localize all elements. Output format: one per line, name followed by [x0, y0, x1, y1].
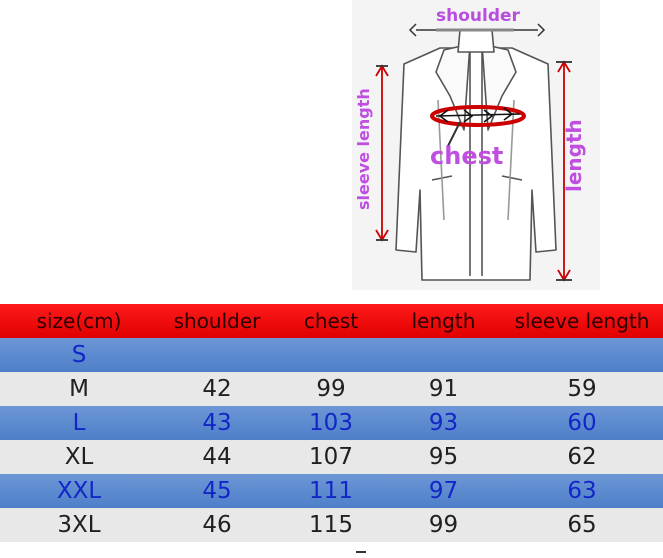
sleeve-cell: 59 — [501, 372, 663, 406]
chest-cell: 115 — [276, 508, 386, 542]
length-cell: 91 — [386, 372, 501, 406]
sleeve-cell: 63 — [501, 474, 663, 508]
chest-cell: 111 — [276, 474, 386, 508]
length-cell: 97 — [386, 474, 501, 508]
shoulder-cell: 44 — [158, 440, 276, 474]
chest-cell: 103 — [276, 406, 386, 440]
table-row: XXL 45 111 97 63 — [0, 474, 663, 508]
table-header-row: size(cm) shoulder chest length sleeve le… — [0, 304, 663, 338]
length-arrow-icon — [556, 60, 572, 282]
length-cell: 99 — [386, 508, 501, 542]
table-row: S — [0, 338, 663, 372]
shoulder-label: shoulder — [436, 6, 520, 26]
length-cell — [386, 338, 501, 372]
chest-cell: 107 — [276, 440, 386, 474]
size-cell: XL — [0, 440, 158, 474]
chest-label: chest — [430, 142, 504, 170]
sleeve-cell: 62 — [501, 440, 663, 474]
chest-ring-icon — [430, 105, 526, 147]
length-cell: 95 — [386, 440, 501, 474]
sleeve-length-label: sleeve length — [354, 88, 373, 210]
header-chest: chest — [303, 309, 359, 333]
coat-illustration — [375, 23, 572, 282]
table-row: XL 44 107 95 62 — [0, 440, 663, 474]
table-row: M 42 99 91 59 — [0, 372, 663, 406]
header-size: size(cm) — [36, 309, 122, 333]
header-shoulder: shoulder — [173, 309, 261, 333]
divider-mark — [356, 551, 366, 553]
sleeve-cell: 65 — [501, 508, 663, 542]
header-length: length — [411, 309, 476, 333]
size-cell: XXL — [0, 474, 158, 508]
sleeve-arrow-icon — [375, 64, 389, 242]
length-label: length — [562, 119, 586, 192]
table-row: 3XL 46 115 99 65 — [0, 508, 663, 542]
length-cell: 93 — [386, 406, 501, 440]
sleeve-cell: 60 — [501, 406, 663, 440]
table-row: L 43 103 93 60 — [0, 406, 663, 440]
sleeve-cell — [501, 338, 663, 372]
shoulder-cell: 43 — [158, 406, 276, 440]
size-cell: M — [0, 372, 158, 406]
shoulder-cell: 45 — [158, 474, 276, 508]
chest-cell — [276, 338, 386, 372]
shoulder-cell: 46 — [158, 508, 276, 542]
size-chart-table: size(cm) shoulder chest length sleeve le… — [0, 304, 663, 542]
shoulder-cell — [158, 338, 276, 372]
size-cell: S — [0, 338, 158, 372]
header-sleeve-length: sleeve length — [514, 309, 650, 333]
size-cell: 3XL — [0, 508, 158, 542]
coat-measurement-diagram: shoulder chest sleeve length length — [352, 0, 600, 290]
chest-cell: 99 — [276, 372, 386, 406]
size-cell: L — [0, 406, 158, 440]
shoulder-cell: 42 — [158, 372, 276, 406]
